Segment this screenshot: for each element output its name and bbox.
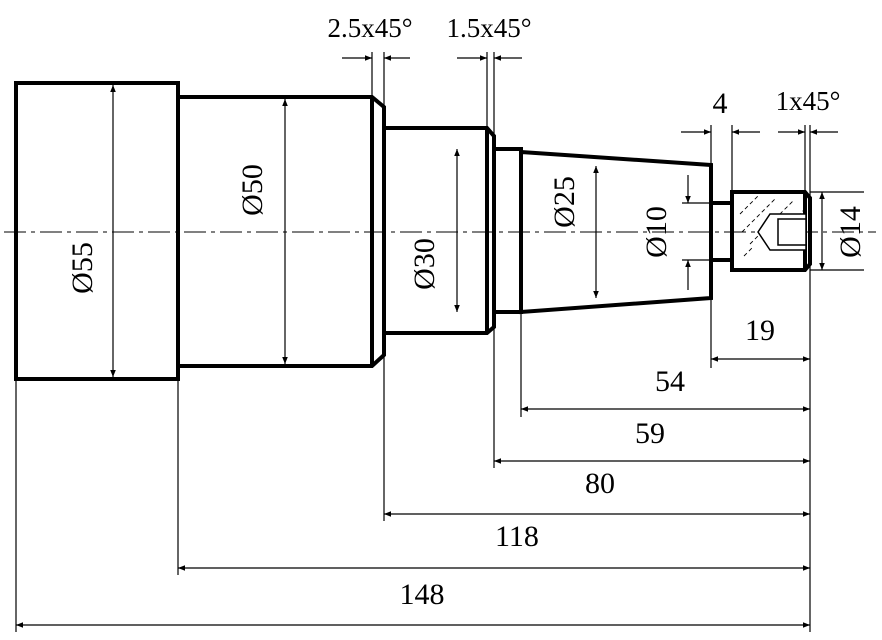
section-d30 — [382, 126, 496, 335]
shaft-outline — [14, 81, 812, 381]
label-chamfer-2: 1.5x45° — [446, 13, 531, 43]
label-80: 80 — [585, 467, 615, 500]
label-d30: Ø30 — [408, 238, 441, 290]
label-d55: Ø55 — [66, 242, 99, 294]
section-d50 — [176, 95, 386, 368]
label-118: 118 — [495, 520, 539, 553]
label-chamfer-1: 2.5x45° — [327, 13, 412, 43]
label-148: 148 — [400, 578, 445, 611]
label-d50: Ø50 — [236, 164, 269, 216]
label-d10: Ø10 — [640, 206, 673, 258]
label-d25: Ø25 — [548, 176, 581, 228]
diameter-dim-lines — [110, 85, 825, 377]
label-chamfer-3: 1x45° — [776, 86, 841, 116]
label-54: 54 — [655, 365, 685, 398]
label-59: 59 — [635, 417, 665, 450]
length-dim-lines — [16, 356, 810, 628]
chamfer-dim-lines — [342, 55, 838, 135]
label-d14: Ø14 — [834, 206, 867, 258]
center-hole — [739, 195, 807, 257]
section-d55 — [14, 81, 180, 381]
label-4: 4 — [713, 87, 728, 120]
extension-lines — [15, 52, 864, 632]
section-d25 — [492, 147, 523, 314]
label-19: 19 — [745, 314, 775, 347]
